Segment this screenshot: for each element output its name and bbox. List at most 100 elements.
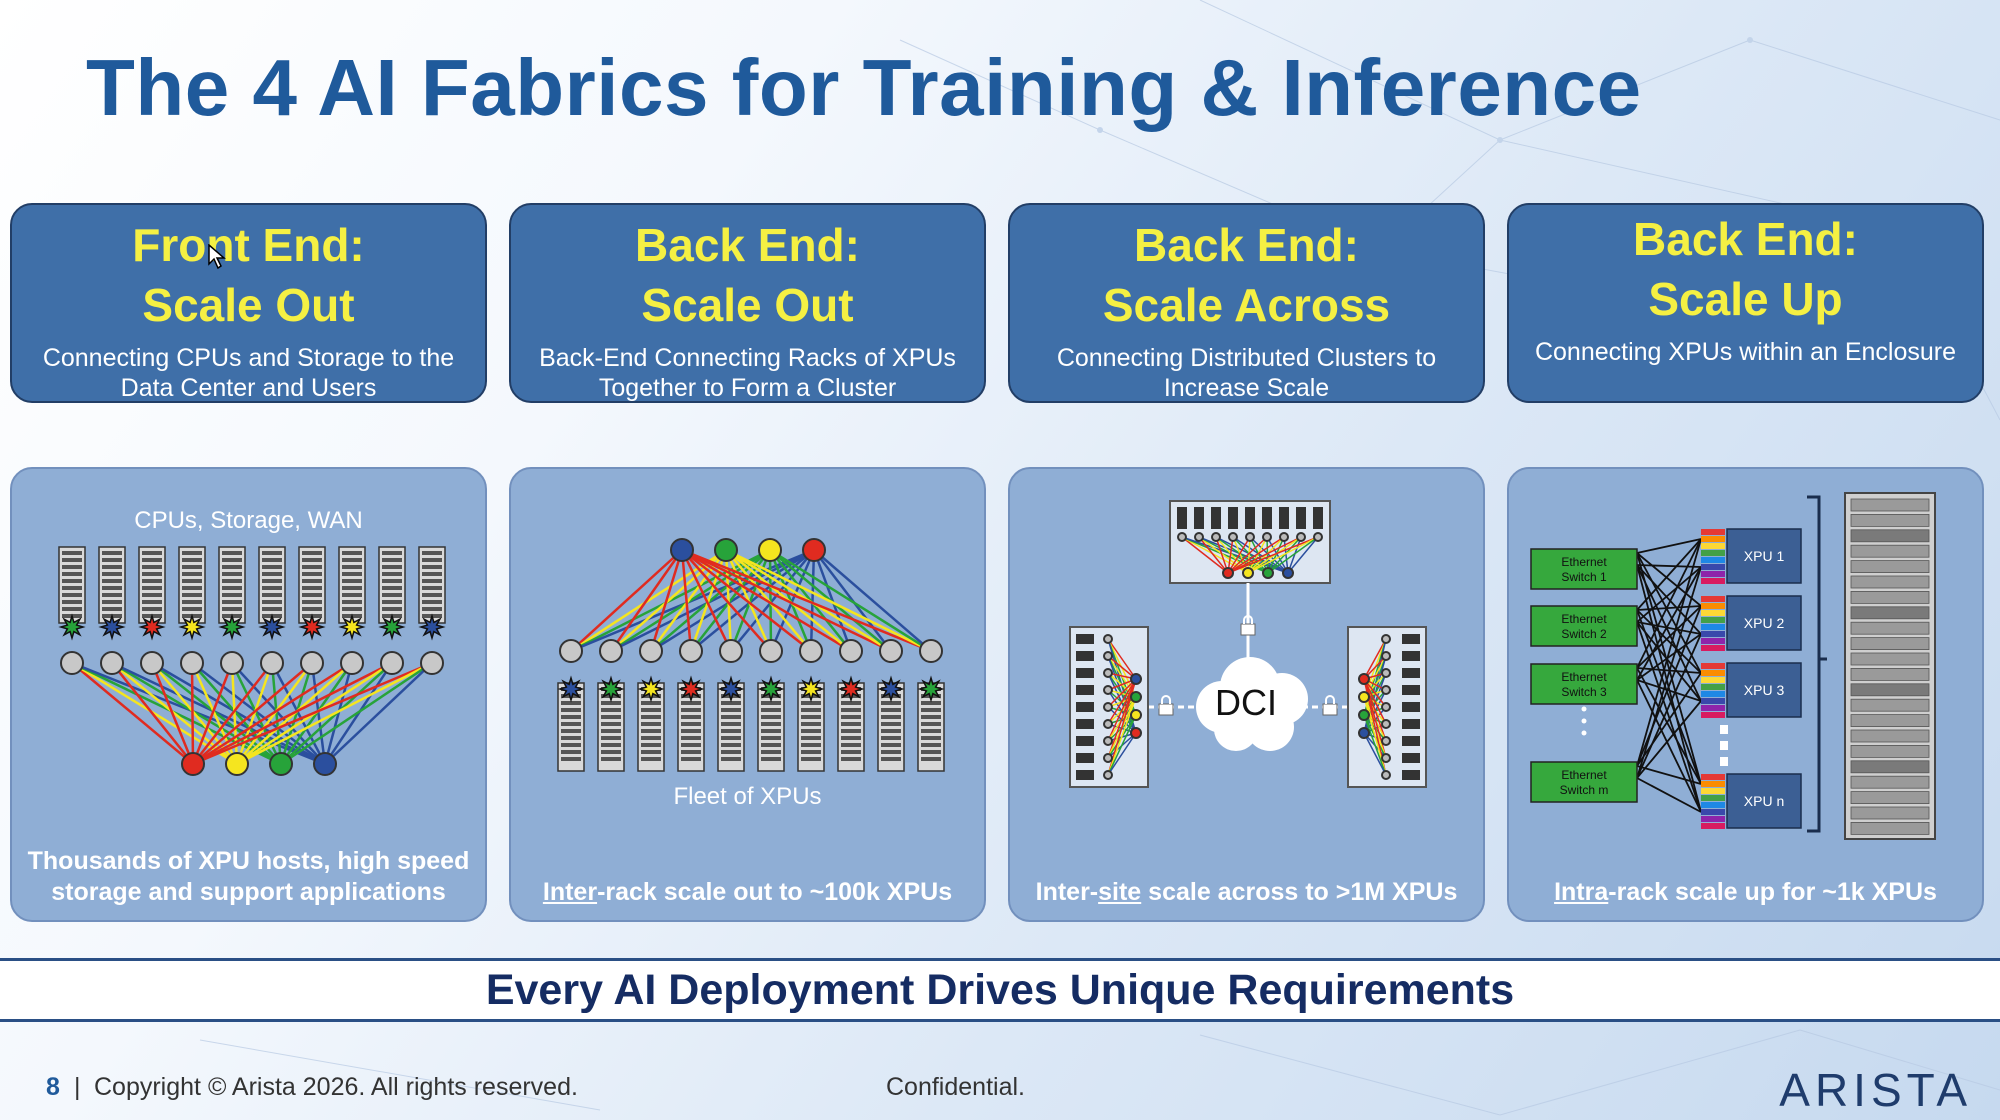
server-rack-icon (1076, 770, 1094, 780)
fabric-link (1636, 564, 1702, 813)
port-burst-icon (338, 613, 366, 641)
server-rack-icon (1402, 634, 1420, 644)
caption-underlined: Intra (1554, 878, 1609, 906)
port-burst-icon (837, 675, 865, 703)
caption-rest: scale across to >1M XPUs (1141, 878, 1458, 906)
server-rack-icon (378, 546, 406, 624)
fabric-link (1227, 536, 1285, 574)
switch-node-icon (1194, 532, 1204, 542)
switch-node-icon (269, 752, 293, 776)
fabric-link (1636, 609, 1702, 674)
fabric-link (610, 548, 815, 653)
fabric-link (71, 661, 282, 766)
dci-label: DCI (1215, 682, 1277, 723)
fabric-header-back-end-scale-up: Back End:Scale Up Connecting XPUs within… (1507, 203, 1984, 403)
server-rack-icon (1076, 685, 1094, 695)
switch-node-icon (1242, 567, 1254, 579)
ellipsis-dot (1581, 706, 1587, 712)
server-rack-icon (1402, 668, 1420, 678)
ellipsis-dot (1581, 718, 1587, 724)
fabric-header-back-end-scale-out: Back End:Scale Out Back-End Connecting R… (509, 203, 986, 403)
diagram-label: CPUs, Storage, WAN (134, 507, 363, 534)
port-burst-icon (178, 613, 206, 641)
confidential-text: Confidential. (886, 1073, 1025, 1101)
fabric-link (111, 661, 282, 766)
fabric-title-line2: Scale Out (641, 279, 854, 331)
fabric-link (1636, 564, 1702, 635)
switch-node-icon (181, 752, 205, 776)
lock-icon (1322, 695, 1338, 716)
server-rack-icon (1313, 507, 1323, 529)
scale-across-diagram (1069, 500, 1427, 788)
port-burst-icon (677, 675, 705, 703)
switch-node-icon (100, 651, 124, 675)
switch-node-icon (1245, 532, 1255, 542)
fabric-link (1107, 732, 1137, 776)
switch-node-icon (1103, 634, 1113, 644)
fabric-link (690, 549, 815, 652)
fabric-link (192, 662, 313, 765)
server-rack-icon (1211, 507, 1221, 529)
switch-node-icon (1222, 567, 1234, 579)
caption-underlined: Inter (542, 878, 598, 906)
fabric-link (150, 662, 195, 765)
fabric-link (270, 662, 327, 765)
fabric-link (111, 662, 194, 765)
switch-node-icon (599, 639, 623, 663)
fabric-link (1266, 536, 1269, 574)
fabric-link (650, 549, 771, 652)
xpu-icon: XPU n (1701, 773, 1802, 829)
fabric-link (1107, 655, 1137, 680)
port-burst-icon (418, 613, 446, 641)
switch-node-icon (340, 651, 364, 675)
fabric-link (1636, 552, 1702, 607)
switch-node-icon (639, 639, 663, 663)
fabric-link (151, 662, 282, 765)
server-rack-icon (1194, 507, 1204, 529)
fabric-link (610, 549, 727, 652)
switch-node-icon (1381, 685, 1391, 695)
switch-node-icon (1130, 673, 1142, 685)
fabric-link (768, 549, 773, 652)
fabric-link (191, 662, 282, 765)
fabric-link (280, 661, 433, 766)
fabric-link (649, 549, 728, 652)
caption-rest: -rack scale out to ~100k XPUs (597, 878, 953, 906)
fabric-link (151, 661, 326, 766)
slide-title: The 4 AI Fabrics for Training & Inferenc… (86, 43, 1642, 132)
fabric-link (570, 548, 727, 653)
server-rack-icon (1076, 736, 1094, 746)
fabric-link (1227, 536, 1234, 574)
panel-caption: Inter-rack scale out to ~100k XPUs (521, 877, 974, 908)
switch-node-icon (1381, 753, 1391, 763)
switch-node-icon (225, 752, 249, 776)
fabric-link (1227, 536, 1319, 574)
fabric-link (1107, 638, 1137, 680)
port-burst-icon (258, 613, 286, 641)
fabric-link (1287, 536, 1302, 574)
page-number: 8 (46, 1073, 60, 1101)
fabric-link (191, 662, 326, 765)
fabric-link (1107, 678, 1137, 725)
xpu-icon: XPU 1 (1701, 528, 1802, 584)
switch-node-icon (260, 651, 284, 675)
fabric-link (1636, 538, 1702, 554)
server-rack-icon (1402, 685, 1420, 695)
fabric-link (1232, 536, 1269, 574)
fabric-link (1636, 552, 1702, 674)
switch-node-icon (300, 651, 324, 675)
server-rack-icon (1402, 770, 1420, 780)
server-rack-icon (218, 546, 246, 624)
fabric-link (1636, 566, 1702, 779)
fabric-subtitle: Connecting XPUs within an Enclosure (1534, 338, 1957, 366)
switch-node-icon (1103, 702, 1113, 712)
fabric-header-front-end-scale-out: Front End:Scale Out Connecting CPUs and … (10, 203, 487, 403)
switch-node-icon (1279, 532, 1289, 542)
fabric-title-line2: Scale Up (1648, 273, 1843, 325)
server-rack-icon (98, 546, 126, 624)
switch-node-icon (1130, 709, 1142, 721)
ellipsis-dot (1720, 741, 1728, 750)
switch-node-icon (313, 752, 337, 776)
switch-node-icon (1262, 567, 1274, 579)
switch-node-icon (1103, 736, 1113, 746)
